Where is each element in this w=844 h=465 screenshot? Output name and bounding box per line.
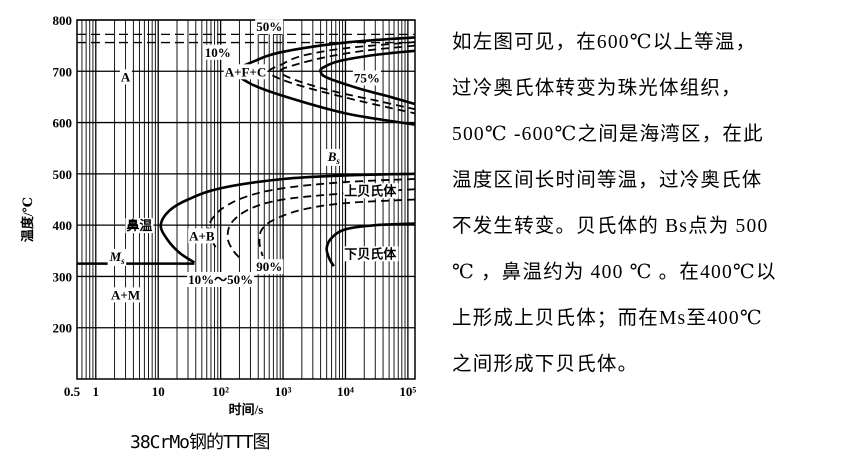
x-tick-label: 10	[152, 384, 165, 399]
annotation: 鼻温	[125, 218, 154, 234]
x-tick-label: 10³	[275, 384, 292, 399]
paragraph-line: 过冷奥氏体转变为珠光体组织，	[452, 78, 742, 99]
annotation-label: A	[121, 69, 131, 84]
paragraph-line: 上形成上贝氏体；而在Ms至400℃	[452, 308, 763, 329]
x-tick-label: 10⁵	[399, 384, 416, 399]
figure-caption: 38CrMo钢的TTT图	[130, 432, 271, 453]
annotation: A	[119, 69, 132, 85]
y-tick-label: 700	[53, 64, 73, 79]
y-tick-label: 200	[53, 321, 73, 336]
paragraph-line: 之间形成下贝氏体。	[452, 354, 639, 375]
annotation-label: 10%～50%	[188, 272, 253, 287]
paragraph-line: 温度区间长时间等温，过冷奥氏体	[452, 170, 763, 191]
y-tick-label: 500	[53, 167, 73, 182]
x-tick-label: 10⁴	[337, 384, 354, 399]
annotation-label: Ms	[109, 249, 126, 266]
x-tick-label: 1	[93, 384, 100, 399]
annotation-label: 10%	[205, 45, 231, 60]
curve-pearlite-10	[268, 41, 416, 115]
y-tick-label: 600	[53, 116, 73, 131]
annotation: 90%	[255, 259, 284, 275]
annotation-label: A+M	[111, 287, 140, 302]
y-axis-label: 温度/℃	[20, 197, 35, 242]
annotation-label: 75%	[354, 70, 380, 85]
annotation-label: 上贝氏体	[344, 183, 397, 198]
annotation: A+B	[188, 228, 216, 244]
paragraph-line: 500℃ -600℃之间是海湾区，在此	[452, 124, 764, 145]
annotation-label: 90%	[256, 259, 282, 274]
curve-pearlite-75	[319, 49, 416, 106]
annotation: Bs	[325, 148, 342, 166]
paragraph-line: 如左图可见，在600℃以上等温，	[452, 32, 757, 53]
description-paragraph: 如左图可见，在600℃以上等温， 过冷奥氏体转变为珠光体组织， 500℃ -60…	[452, 20, 832, 388]
curve-bainite-90	[258, 198, 416, 257]
annotation: 上贝氏体	[343, 183, 399, 199]
x-tick-label: 0.5	[64, 384, 81, 399]
x-tick-label: 10²	[212, 384, 229, 399]
curve-pearlite-start	[235, 36, 416, 126]
curve-bainite-10	[207, 178, 416, 249]
paragraph-line: 不发生转变。贝氏体的 Bs点为 500	[452, 216, 769, 237]
paragraph-line: ℃ ，鼻温约为 400 ℃ 。在400℃以	[452, 262, 777, 283]
y-tick-label: 300	[53, 269, 73, 284]
x-axis-label: 时间/s	[229, 402, 264, 417]
annotation-label: 鼻温	[126, 218, 152, 233]
curve-pearlite-50	[279, 44, 416, 111]
annotation: Ms	[107, 248, 127, 266]
annotation-label: 50%	[256, 19, 282, 34]
annotation: A+M	[110, 287, 142, 303]
annotation-label: A+B	[189, 228, 215, 243]
annotation-label: 下贝氏体	[344, 246, 397, 261]
annotation: A+F+C	[223, 64, 268, 80]
curve-bainite-start	[159, 172, 416, 264]
curve-lower-bainite	[325, 222, 416, 267]
annotation: 10%	[203, 44, 232, 60]
y-tick-label: 400	[53, 218, 73, 233]
annotation: 75%	[352, 70, 381, 86]
annotation-label: A+F+C	[225, 64, 267, 79]
annotation: 50%	[255, 19, 284, 35]
annotation: 10%～50%	[187, 271, 255, 287]
annotation: 下贝氏体	[343, 246, 399, 262]
y-tick-label: 800	[53, 13, 73, 28]
